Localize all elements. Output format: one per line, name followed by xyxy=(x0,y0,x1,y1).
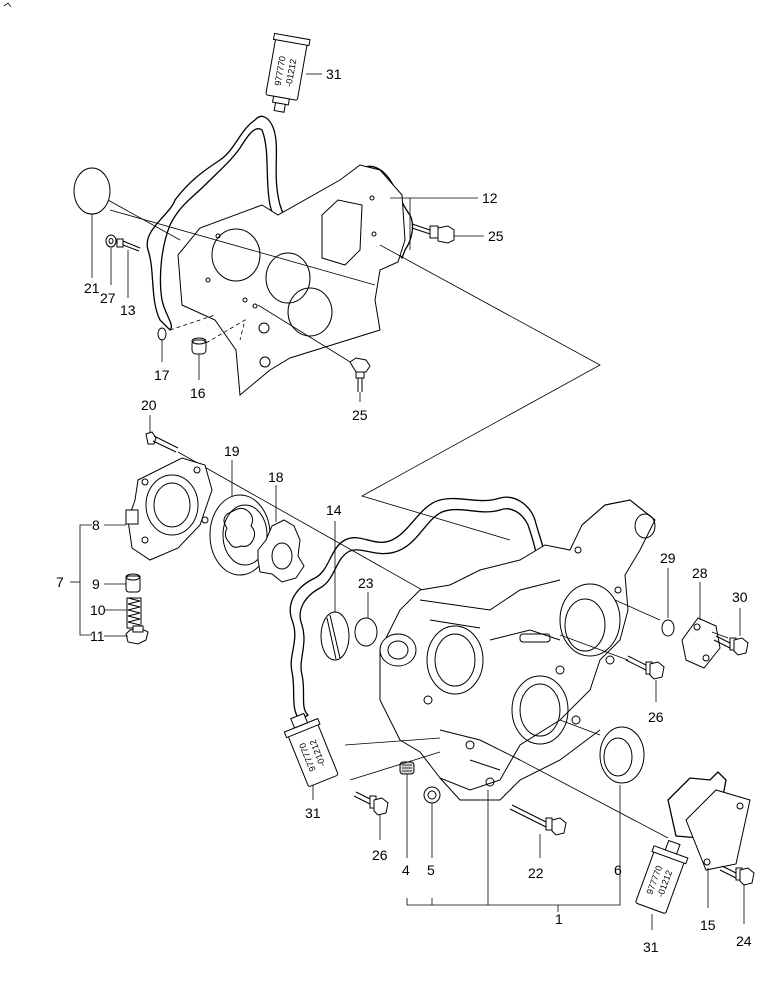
callout-31-top: 31 xyxy=(326,66,342,82)
callout-1: 1 xyxy=(555,911,563,927)
callout-13: 13 xyxy=(120,302,136,318)
callout-23: 23 xyxy=(358,575,374,591)
tube-code-line2: -01212 xyxy=(284,58,299,87)
gasket-15 xyxy=(667,771,727,839)
dash-26-right xyxy=(559,634,629,661)
oring-21 xyxy=(73,167,111,215)
callout-9: 9 xyxy=(92,576,100,592)
bolt-26-left xyxy=(353,791,389,816)
pin-17 xyxy=(157,327,167,341)
seal-23 xyxy=(354,617,378,647)
callout-14: 14 xyxy=(326,502,342,518)
callout-18: 18 xyxy=(268,469,284,485)
callout-15: 15 xyxy=(700,917,716,933)
corner-mark xyxy=(3,2,12,8)
pump-housing-8 xyxy=(125,457,213,561)
gasket-12 xyxy=(146,115,414,331)
assembly-line-1 xyxy=(360,244,601,541)
valve-9 xyxy=(125,573,141,593)
sealant-tube-bottom: 977770 -01212 xyxy=(635,839,689,914)
plate-12 xyxy=(177,164,406,396)
callout-20: 20 xyxy=(141,397,157,413)
callout-7: 7 xyxy=(56,574,64,590)
cover-28 xyxy=(681,617,721,669)
align-dash-1 xyxy=(205,319,246,344)
gear-case-1 xyxy=(379,499,656,801)
callout-31-left: 31 xyxy=(305,805,321,821)
dowel-16 xyxy=(191,337,207,355)
callout-25-top: 25 xyxy=(488,228,504,244)
callout-12: 12 xyxy=(482,190,498,206)
dash-31-left-b xyxy=(349,751,441,781)
bolt-25-bottom xyxy=(349,357,371,392)
bolt-26-right xyxy=(625,655,665,680)
inner-rotor-18 xyxy=(257,519,305,583)
spring-10 xyxy=(126,597,142,629)
dash-30 xyxy=(711,631,729,639)
cover-15 xyxy=(685,789,751,871)
cap-14 xyxy=(320,611,350,661)
callout-11: 11 xyxy=(90,628,105,644)
callout-24: 24 xyxy=(736,933,752,949)
callout-29: 29 xyxy=(660,550,676,566)
seal-29 xyxy=(661,619,675,637)
dash-29 xyxy=(614,599,661,621)
callout-6: 6 xyxy=(614,862,622,878)
dash-25-bottom xyxy=(257,304,356,366)
callout-21: 21 xyxy=(84,280,100,296)
washer-27 xyxy=(105,234,117,248)
callout-8: 8 xyxy=(92,517,100,533)
assembly-line-20 xyxy=(177,451,441,601)
bracket-7 xyxy=(79,524,92,636)
bolt-13 xyxy=(116,238,141,252)
callout-10: 10 xyxy=(90,602,106,618)
callout-22: 22 xyxy=(528,865,544,881)
bracket-1 xyxy=(406,898,621,906)
sealant-tube-left: 977770 -01212 xyxy=(283,712,339,787)
bolt-30 xyxy=(713,635,749,656)
dash-31-left xyxy=(344,737,441,746)
callout-30: 30 xyxy=(732,589,748,605)
callout-16: 16 xyxy=(190,385,206,401)
callout-26-left: 26 xyxy=(372,847,388,863)
bolt-25-top xyxy=(411,223,455,244)
callout-17: 17 xyxy=(154,367,170,383)
bolt-22 xyxy=(509,804,567,836)
dash-6 xyxy=(559,719,601,736)
callout-19: 19 xyxy=(224,443,240,459)
plug-5 xyxy=(423,786,441,804)
callout-28: 28 xyxy=(692,565,708,581)
callout-26-right: 26 xyxy=(648,709,664,725)
callout-25-bottom: 25 xyxy=(352,407,368,423)
bolt-24 xyxy=(719,865,755,886)
callout-4: 4 xyxy=(402,862,410,878)
assembly-line-2 xyxy=(109,209,376,286)
callout-31-bottom: 31 xyxy=(643,939,659,955)
align-dash-2 xyxy=(169,314,216,331)
callout-27: 27 xyxy=(100,290,116,306)
callout-5: 5 xyxy=(427,862,435,878)
sealant-tube-top: 977770 -01212 xyxy=(265,32,311,113)
oil-seal-6 xyxy=(599,726,645,784)
dash-15 xyxy=(519,759,669,839)
plug-11 xyxy=(125,625,149,645)
bolt-20 xyxy=(145,431,179,453)
